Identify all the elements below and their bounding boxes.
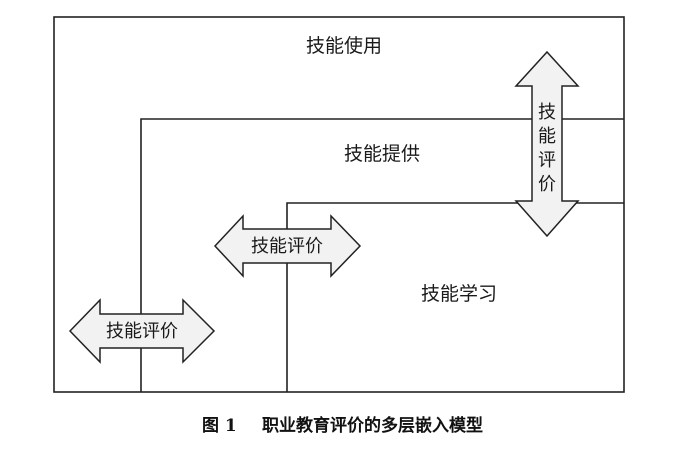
lower-arrow-label: 技能评价: [106, 321, 178, 342]
vertical-arrow-label-group: 技能评价: [538, 102, 556, 195]
figure-number: 图 1: [202, 416, 237, 436]
lower-double-arrow: [68, 298, 216, 364]
vertical-double-arrow: [514, 50, 580, 238]
vertical-arrow-label: 技能评价: [538, 102, 556, 195]
layer-skill-learning-label: 技能学习: [421, 283, 497, 305]
layer-skill-learning-boundary: [286, 202, 624, 392]
middle-double-arrow: [213, 214, 362, 278]
layer-skill-use-box: [53, 16, 625, 393]
layer-skill-provision-boundary: [140, 118, 624, 392]
figure-title: 职业教育评价的多层嵌入模型: [262, 415, 483, 436]
layer-skill-provision-label: 技能提供: [344, 143, 420, 165]
layer-skill-use-label: 技能使用: [306, 35, 382, 57]
middle-arrow-label: 技能评价: [251, 236, 323, 257]
